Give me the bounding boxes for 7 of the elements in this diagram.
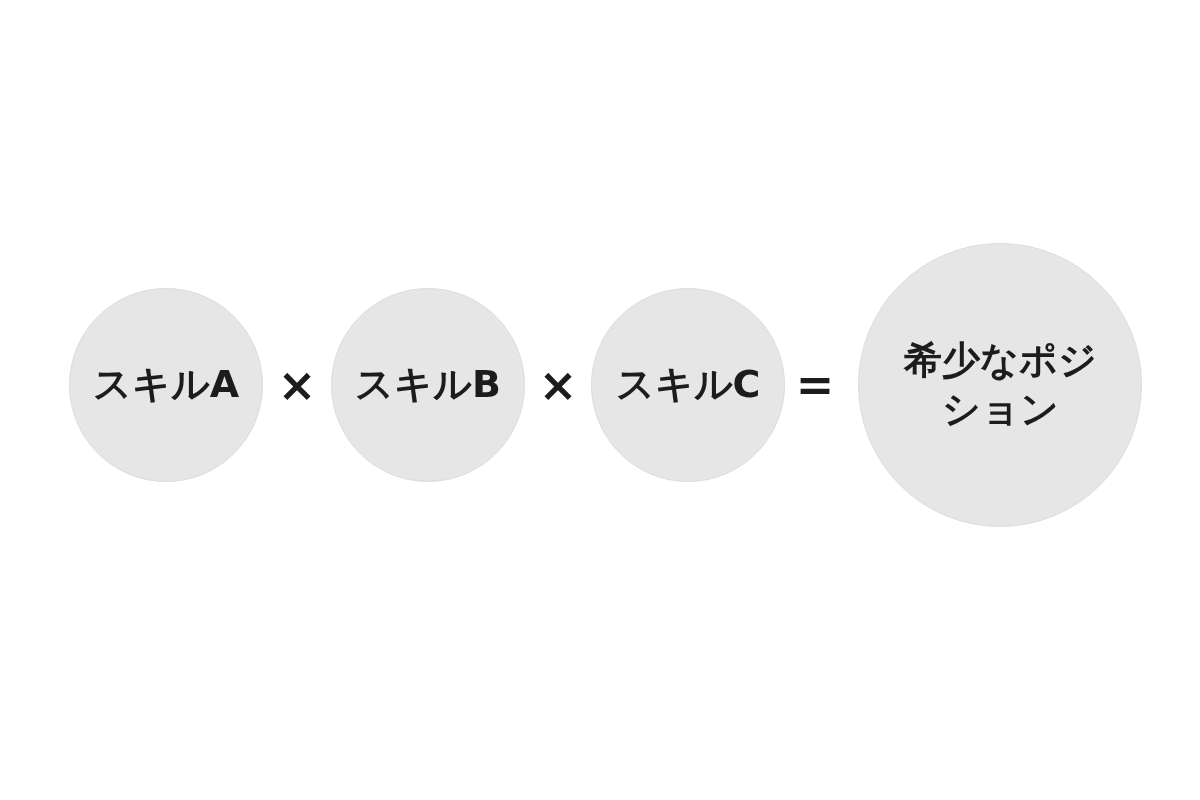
operator-symbol: × <box>537 357 579 413</box>
operator-symbol: = <box>794 357 836 413</box>
node-text: スキルC <box>614 361 762 409</box>
operator-symbol: × <box>276 357 318 413</box>
node-text: 希少なポジション <box>902 336 1098 433</box>
node-text: スキルB <box>354 361 502 409</box>
node-text: スキルA <box>91 361 241 409</box>
